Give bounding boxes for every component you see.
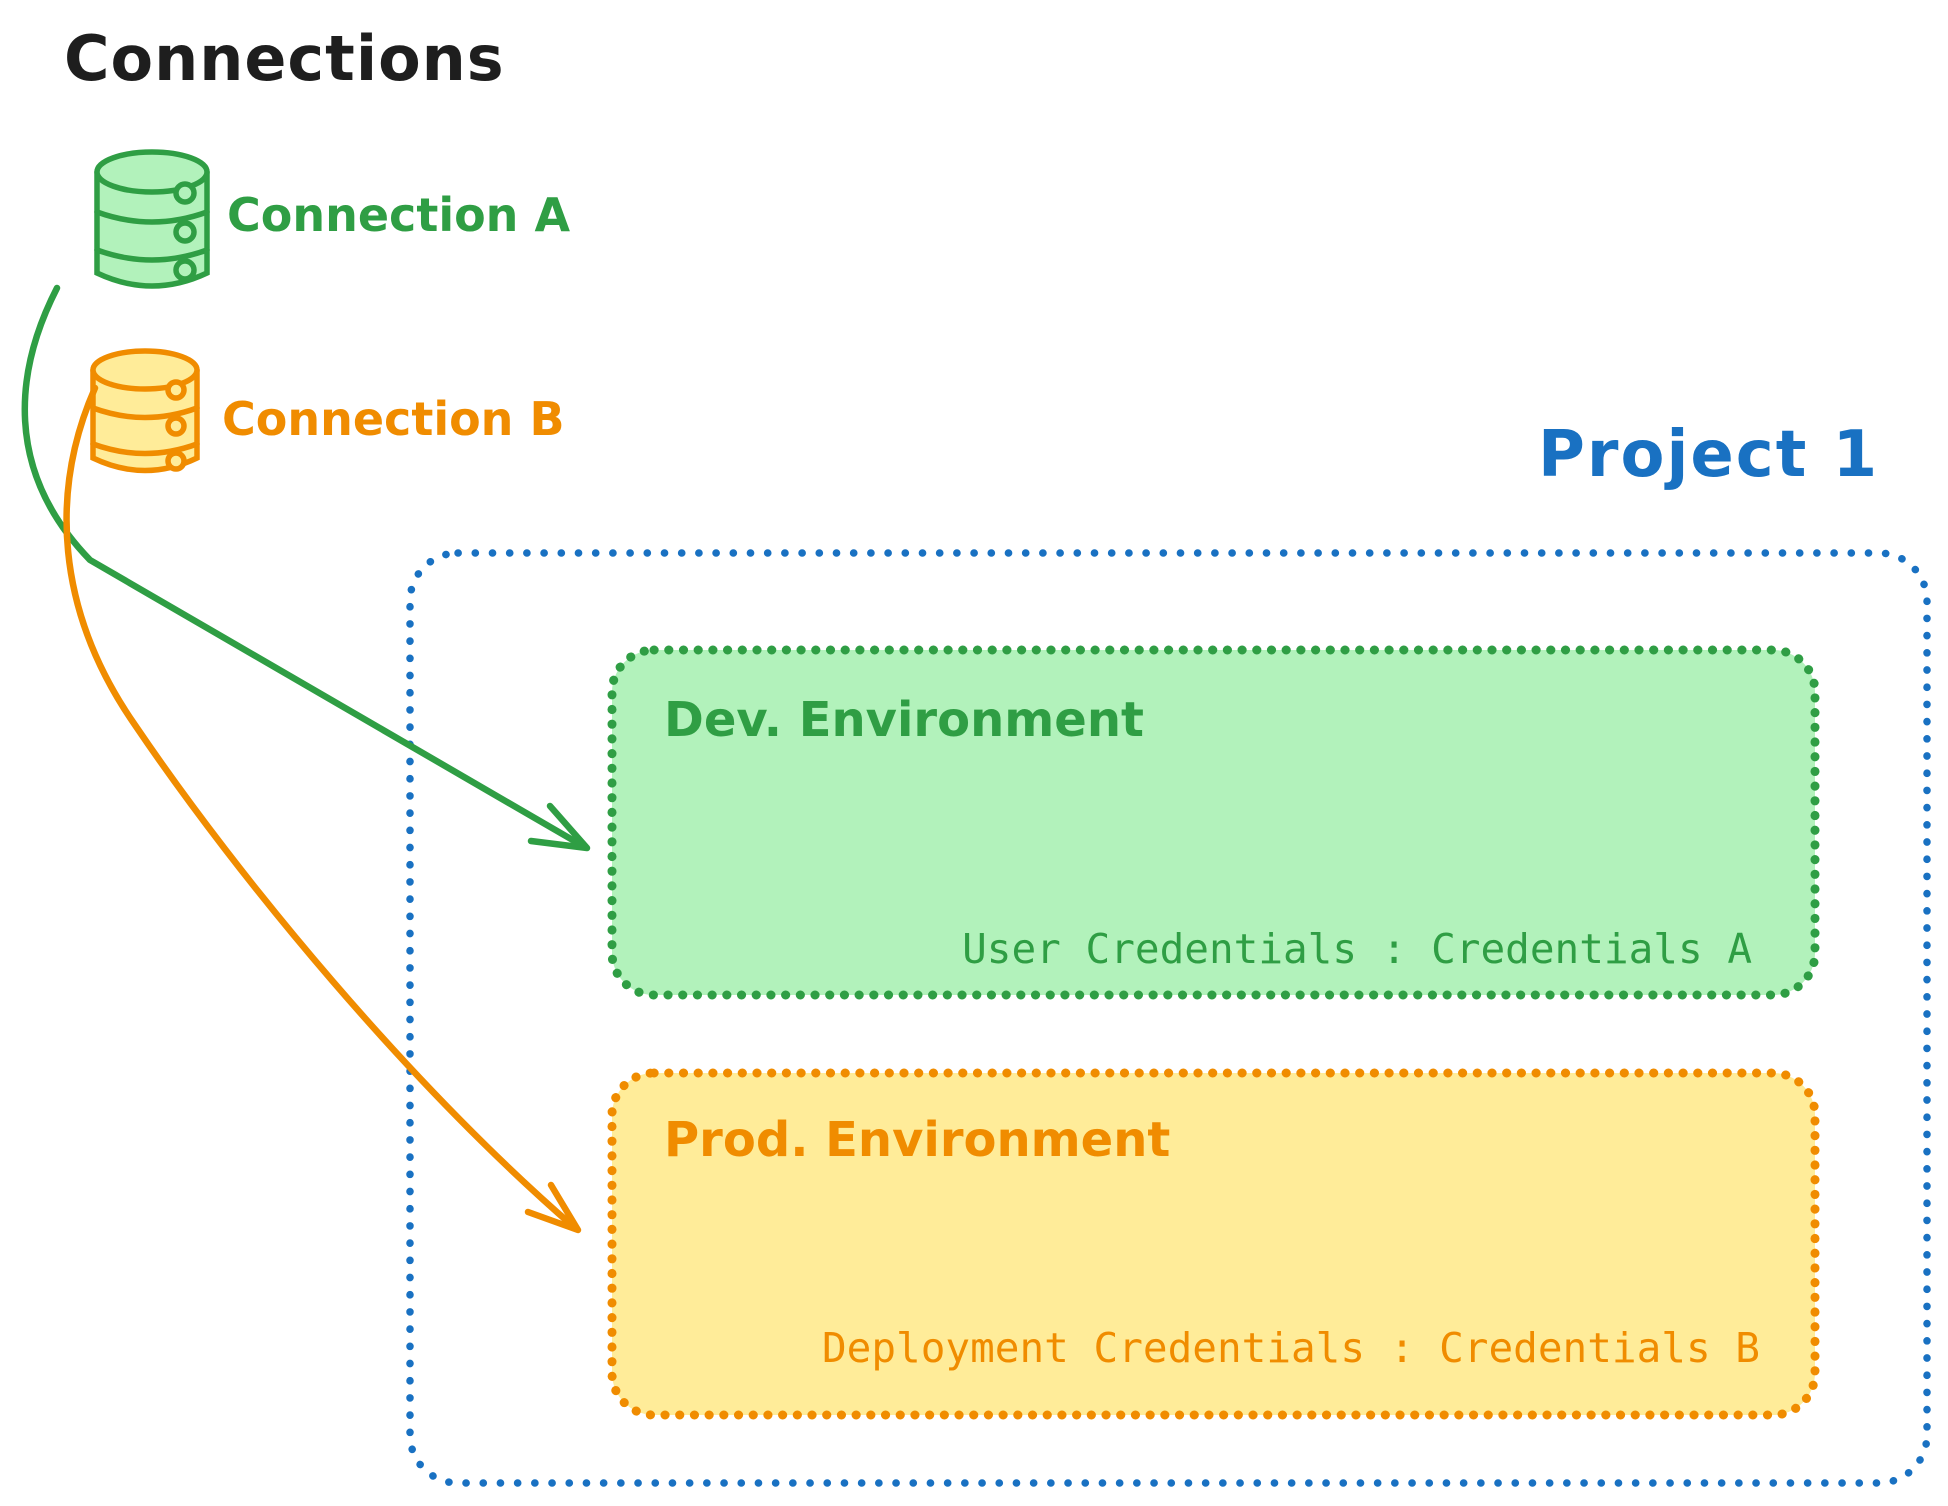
connection-a-label: Connection A [227,188,571,242]
arrow-connection-b-to-prod-icon [63,384,582,1234]
arrow-connection-a-to-dev-icon [21,284,591,852]
database-icon-connection-b [90,348,200,474]
project-title: Project 1 [1538,418,1880,492]
project-container-box [406,549,1931,1487]
dev-environment-credentials: User Credentials : Credentials A [962,925,1752,973]
prod-environment-title: Prod. Environment [664,1112,1171,1168]
dev-environment-title: Dev. Environment [664,692,1144,748]
dev-environment-box [607,645,1820,1000]
prod-environment-credentials: Deployment Credentials : Credentials B [822,1324,1760,1372]
connection-b-label: Connection B [222,392,565,446]
connections-title: Connections [64,22,505,95]
database-icon-connection-a [94,149,210,289]
prod-environment-box [607,1068,1820,1420]
